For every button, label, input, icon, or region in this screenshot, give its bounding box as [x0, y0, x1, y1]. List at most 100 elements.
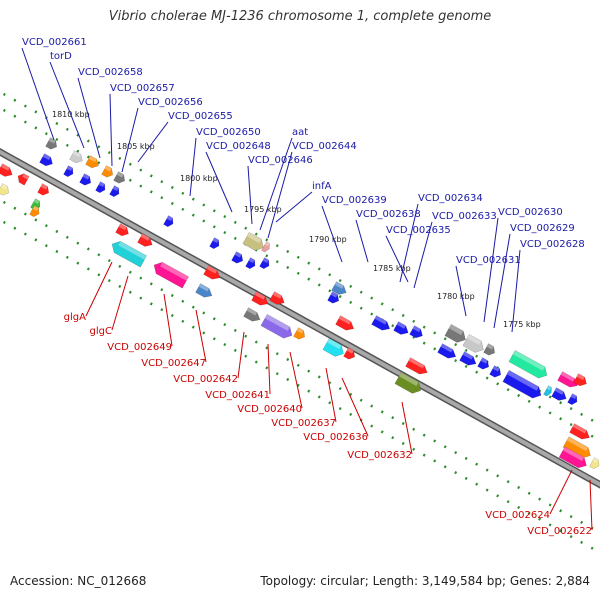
gene-vcd-002642-shape [243, 307, 261, 322]
reverse-gene-label: VCD_002647 [141, 358, 206, 369]
forward-gene-label-leader [121, 107, 139, 173]
kbp-tick-label: 1785 kbp [373, 264, 411, 273]
gene-forward-5-shape [109, 185, 120, 197]
gene-forward-2 [63, 165, 74, 177]
gene-glga-shape [111, 240, 147, 268]
gene-vcd-002647-red-shape [203, 265, 221, 280]
gene-forward-21 [567, 393, 578, 405]
gene-vcd-002647-shape [195, 283, 213, 298]
gene-cyan-small [543, 385, 552, 397]
accession-value: NC_012668 [77, 574, 147, 588]
reverse-gene-label-leader [111, 275, 129, 331]
gene-vcd-002628-shape [557, 371, 578, 388]
reverse-gene-label-leader [163, 293, 173, 347]
gene-forward-7-shine [212, 237, 219, 244]
gene-forward-21-shine [570, 393, 577, 400]
gene-vcd-002649-shape [153, 261, 189, 289]
forward-gene-label: VCD_002644 [292, 141, 357, 152]
gene-red-small-2-shine [272, 291, 282, 299]
gene-vcd-002624-red-shine [572, 423, 587, 434]
gene-forward-8 [231, 251, 244, 264]
gene-vcd-002657 [101, 165, 114, 178]
gene-vcd-002636 [343, 347, 356, 360]
gene-aat [261, 241, 270, 253]
forward-gene-label-leader [483, 217, 499, 323]
accession-text: Accession: NC_012668 [10, 574, 146, 588]
gene-vcd-002629-shine [506, 370, 539, 391]
gene-vcd-002630-shape [508, 349, 548, 379]
gene-vcd-002624 [562, 436, 591, 459]
forward-gene-label-leader [493, 233, 511, 329]
forward-gene-label: VCD_002648 [206, 141, 271, 152]
forward-gene-label-leader [109, 93, 113, 167]
gene-reverse-left-3-shape [37, 183, 50, 196]
gene-tord [69, 150, 83, 164]
gene-forward-3-shape [79, 173, 92, 186]
forward-gene-label-leader [137, 121, 169, 163]
gene-vcd-002635 [483, 343, 496, 356]
forward-gene-label-leader [455, 265, 467, 317]
gene-forward-13-shine [374, 315, 387, 325]
gene-vcd-002624-red [569, 423, 590, 440]
gene-glgc-red-shine [140, 233, 150, 241]
gene-glga [111, 240, 147, 268]
kbp-tick-label: 1780 kbp [437, 292, 475, 301]
gene-forward-5-shine [112, 185, 119, 192]
reverse-gene-label-leader [325, 367, 337, 423]
gene-forward-17 [459, 351, 477, 366]
gene-forward-12-shine [330, 291, 338, 298]
gene-vcd-002642-red-shape [251, 291, 269, 306]
gene-forward-18-shine [480, 357, 488, 364]
gene-vcd-002661-shape [45, 137, 58, 150]
gene-forward-6-shape [163, 215, 174, 227]
kbp-tick-label: 1790 kbp [309, 235, 347, 244]
gene-vcd-002622 [558, 446, 587, 469]
gene-reverse-left-1-shine [0, 163, 10, 171]
gene-vcd-002650 [242, 231, 264, 251]
reverse-gene-label-leader [589, 479, 593, 531]
gene-vcd-002630 [508, 349, 548, 379]
gene-vcd-002649 [153, 261, 189, 289]
reverse-gene-label-leader [237, 331, 245, 379]
genes-value: 2,884 [555, 574, 590, 588]
gene-vcd-002661 [45, 137, 58, 150]
gene-vcd-002641-shine [264, 314, 290, 331]
forward-gene-label-leader [267, 151, 293, 239]
gene-reverse-left-2-shape [17, 173, 30, 186]
gene-vcd-002657-shine [104, 165, 112, 172]
gene-forward-15-shape [409, 325, 423, 339]
reverse-gene-label: VCD_002641 [205, 390, 270, 401]
gene-vcd-002642-shine [246, 307, 258, 316]
gene-vcd-002622-shape [558, 446, 587, 469]
length-value: 3,149,584 bp [421, 574, 502, 588]
forward-gene-label: VCD_002634 [418, 193, 483, 204]
forward-gene-label-leader [385, 235, 409, 283]
map-title: Vibrio cholerae MJ-1236 chromosome 1, co… [108, 9, 492, 24]
reverse-gene-label: VCD_002636 [303, 432, 368, 443]
gene-vcd-002634-shine [448, 324, 464, 336]
reverse-gene-label-leader [401, 401, 413, 455]
gene-cyan-small-shape [543, 385, 552, 397]
gene-vcd-002641 [260, 313, 293, 339]
forward-gene-label-leader [259, 137, 293, 231]
gene-vcd-002632-red-shape [405, 357, 428, 375]
gene-vcd-002642-red-shine [254, 291, 266, 300]
gene-vcd-002637-shine [326, 338, 342, 350]
gene-forward-15-shine [412, 325, 421, 333]
stats-sep: ; [364, 574, 373, 588]
gene-forward-12 [327, 291, 340, 304]
gene-forward-3 [79, 173, 92, 186]
reverse-gene-label-leader [341, 377, 369, 437]
gene-vcd-002650-shine [246, 232, 262, 244]
reverse-gene-label: VCD_002637 [271, 418, 336, 429]
gene-forward-7 [209, 237, 220, 249]
forward-gene-label: VCD_002631 [456, 255, 521, 266]
forward-gene-label: VCD_002657 [110, 83, 175, 94]
gene-vcd-002647 [195, 283, 213, 298]
gene-forward-16-shine [440, 343, 453, 353]
gene-forward-12-shape [327, 291, 340, 304]
gene-vcd-002656-shape [113, 171, 126, 184]
forward-gene-label: VCD_002633 [432, 211, 497, 222]
forward-gene-label-leader [49, 61, 85, 149]
gene-forward-9-shape [245, 257, 256, 269]
